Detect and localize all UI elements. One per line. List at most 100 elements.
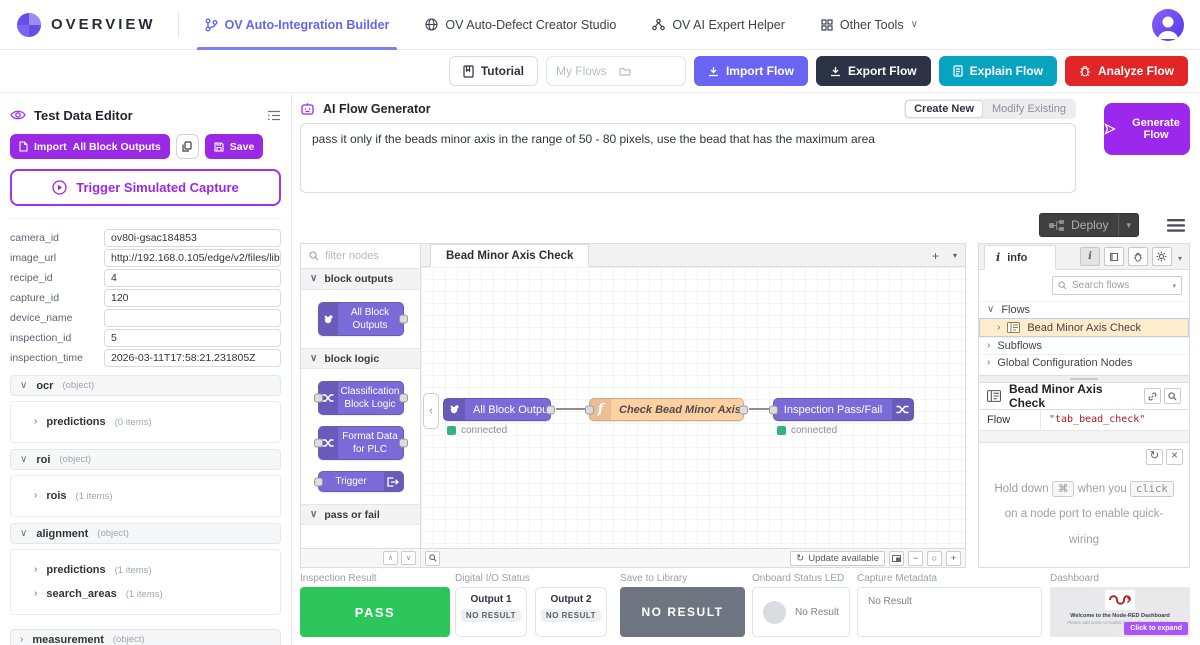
- canvas-workspace[interactable]: ‹ All Block Outputs f Check Bead Minor A…: [421, 267, 965, 548]
- tree-node-measurement[interactable]: ›measurement(object): [10, 629, 281, 645]
- tab-auto-defect-creator-studio[interactable]: OV Auto-Defect Creator Studio: [425, 0, 616, 50]
- user-avatar[interactable]: [1152, 8, 1184, 41]
- zoom-search-button[interactable]: [425, 550, 440, 566]
- my-flows-input[interactable]: My Flows: [545, 56, 686, 86]
- click-to-expand-button[interactable]: Click to expand: [1124, 622, 1188, 635]
- palette-node-trigger[interactable]: Trigger: [313, 471, 404, 492]
- wire[interactable]: [749, 408, 773, 410]
- tree-node-ocr[interactable]: ∨ocr(object): [10, 375, 281, 396]
- collapse-all-button[interactable]: ∧: [383, 551, 398, 565]
- wire[interactable]: [556, 408, 593, 410]
- ai-prompt-textarea[interactable]: pass it only if the beads minor axis in …: [300, 123, 1076, 193]
- import-block-outputs-button[interactable]: Import All Block Outputs: [10, 134, 170, 159]
- node-inspection-pass-fail[interactable]: Inspection Pass/Fail: [769, 398, 914, 421]
- palette-section-pass-or-fail[interactable]: ∨ pass or fail: [301, 504, 420, 525]
- info-icon: i: [1088, 251, 1092, 262]
- sidebar-collapse-button[interactable]: ‹: [423, 393, 439, 429]
- input-port[interactable]: [313, 393, 323, 403]
- palette-node-format-data-for-plc[interactable]: Format Data for PLC: [313, 426, 408, 460]
- tree-name: rois: [46, 490, 67, 502]
- tree-node-roi[interactable]: ∨roi(object): [10, 449, 281, 470]
- tab-auto-integration-builder[interactable]: OV Auto-Integration Builder: [196, 0, 398, 50]
- dashboard-group: Dashboard Welcome to the Node-RED Dashbo…: [1050, 570, 1190, 645]
- camera-id-input[interactable]: ov80i-gsac184853: [104, 229, 281, 247]
- tree-node-rois[interactable]: ›rois(1 items): [11, 484, 280, 508]
- input-port[interactable]: [585, 405, 594, 414]
- input-port[interactable]: [313, 477, 323, 486]
- tab-other-tools[interactable]: Other Tools ∨: [821, 0, 918, 50]
- search-flow-button[interactable]: [1164, 388, 1181, 404]
- tutorial-button[interactable]: Tutorial: [448, 56, 538, 86]
- tab-info[interactable]: i info: [984, 245, 1056, 270]
- close-tip-button[interactable]: ×: [1166, 449, 1183, 465]
- tree-flows[interactable]: ∨Flows: [979, 301, 1189, 318]
- explain-flow-button[interactable]: Explain Flow: [938, 56, 1057, 86]
- palette-section-block-outputs[interactable]: ∨ block outputs: [301, 269, 420, 290]
- sidebar-menu-caret[interactable]: ▾: [1177, 254, 1182, 263]
- tree-subflows[interactable]: ›Subflows: [979, 337, 1189, 354]
- tree-name: measurement: [32, 633, 104, 645]
- output-port[interactable]: [398, 393, 408, 403]
- chevron-right-icon: ›: [34, 416, 38, 427]
- copy-link-button[interactable]: [1144, 388, 1161, 404]
- tree-name: roi: [36, 453, 51, 466]
- test-data-tree: ∨ocr(object) ›predictions(0 items) ∨roi(…: [10, 375, 281, 645]
- main-menu-button[interactable]: [1167, 218, 1185, 232]
- modify-existing-mode[interactable]: Modify Existing: [992, 103, 1066, 115]
- flow-tab-bead-minor-axis-check[interactable]: Bead Minor Axis Check: [430, 244, 590, 267]
- node-all-block-outputs[interactable]: All Block Outputs: [443, 398, 557, 421]
- palette-node-all-block-outputs[interactable]: All Block Outputs: [317, 302, 408, 336]
- copy-button[interactable]: [175, 134, 199, 159]
- zoom-out-button[interactable]: −: [908, 550, 923, 566]
- output-port[interactable]: [546, 405, 555, 414]
- search-flows-input[interactable]: Search flows ▾: [1052, 276, 1182, 295]
- deploy-button[interactable]: Deploy ▾: [1039, 213, 1139, 237]
- input-port[interactable]: [313, 438, 323, 448]
- inspection-id-input[interactable]: 5: [104, 329, 281, 347]
- generate-flow-button[interactable]: Generate Flow: [1104, 103, 1190, 155]
- tree-global-configuration-nodes[interactable]: ›Global Configuration Nodes: [979, 354, 1189, 371]
- zoom-in-button[interactable]: +: [946, 550, 961, 566]
- help-panel-button[interactable]: [1103, 247, 1124, 266]
- device-name-input[interactable]: [104, 309, 281, 327]
- image-url-input[interactable]: http://192.168.0.105/edge/v2/files/libra…: [104, 249, 281, 267]
- config-panel-button[interactable]: [1151, 247, 1172, 266]
- save-button[interactable]: Save: [204, 134, 264, 159]
- tab-ai-expert-helper[interactable]: OV AI Expert Helper: [652, 0, 785, 50]
- import-flow-button[interactable]: Import Flow: [693, 56, 808, 86]
- filter-nodes-input[interactable]: filter nodes: [301, 244, 420, 269]
- status-text: connected: [791, 425, 838, 436]
- node-check-bead-minor-axis[interactable]: f Check Bead Minor Axis: [585, 398, 748, 421]
- update-available-button[interactable]: ↻ Update available: [790, 550, 885, 566]
- input-port[interactable]: [769, 405, 778, 414]
- refresh-tip-button[interactable]: ↻: [1146, 449, 1163, 465]
- output-port[interactable]: [398, 314, 408, 324]
- palette-node-classification-block-logic[interactable]: Classification Block Logic: [313, 381, 408, 415]
- export-flow-button[interactable]: Export Flow: [815, 56, 931, 86]
- output-port[interactable]: [739, 405, 748, 414]
- palette-section-block-logic[interactable]: ∨ block logic: [301, 348, 420, 369]
- analyze-flow-button[interactable]: Analyze Flow: [1064, 56, 1188, 86]
- trigger-simulated-capture-button[interactable]: Trigger Simulated Capture: [10, 169, 281, 206]
- dashboard-preview-card[interactable]: Welcome to the Node-RED Dashboard Please…: [1050, 587, 1190, 637]
- output-port[interactable]: [398, 438, 408, 448]
- tree-flow-bead-minor-axis-check[interactable]: › Bead Minor Axis Check: [979, 318, 1189, 337]
- info-panel-button[interactable]: i: [1079, 247, 1100, 266]
- tree-node-alignment[interactable]: ∨alignment(object): [10, 523, 281, 544]
- sidebar-splitter[interactable]: [979, 375, 1189, 383]
- deploy-options-caret[interactable]: ▾: [1118, 214, 1138, 236]
- flow-list-caret[interactable]: ▾: [952, 251, 957, 260]
- debug-panel-button[interactable]: [1127, 247, 1148, 266]
- capture-id-input[interactable]: 120: [104, 289, 281, 307]
- inspection-time-input[interactable]: 2026-03-11T17:58:21.231805Z: [104, 349, 281, 367]
- zoom-reset-button[interactable]: ○: [927, 550, 942, 566]
- create-new-mode[interactable]: Create New: [905, 100, 984, 118]
- tree-node-predictions[interactable]: ›predictions(0 items): [11, 410, 280, 434]
- recipe-id-input[interactable]: 4: [104, 269, 281, 287]
- tree-node-alignment-predictions[interactable]: ›predictions(1 items): [11, 558, 280, 582]
- expand-all-button[interactable]: ∨: [401, 551, 416, 565]
- navigator-button[interactable]: [889, 550, 904, 566]
- outline-icon[interactable]: [267, 110, 281, 121]
- add-flow-button[interactable]: +: [931, 248, 939, 263]
- tree-node-search-areas[interactable]: ›search_areas(1 items): [11, 582, 280, 606]
